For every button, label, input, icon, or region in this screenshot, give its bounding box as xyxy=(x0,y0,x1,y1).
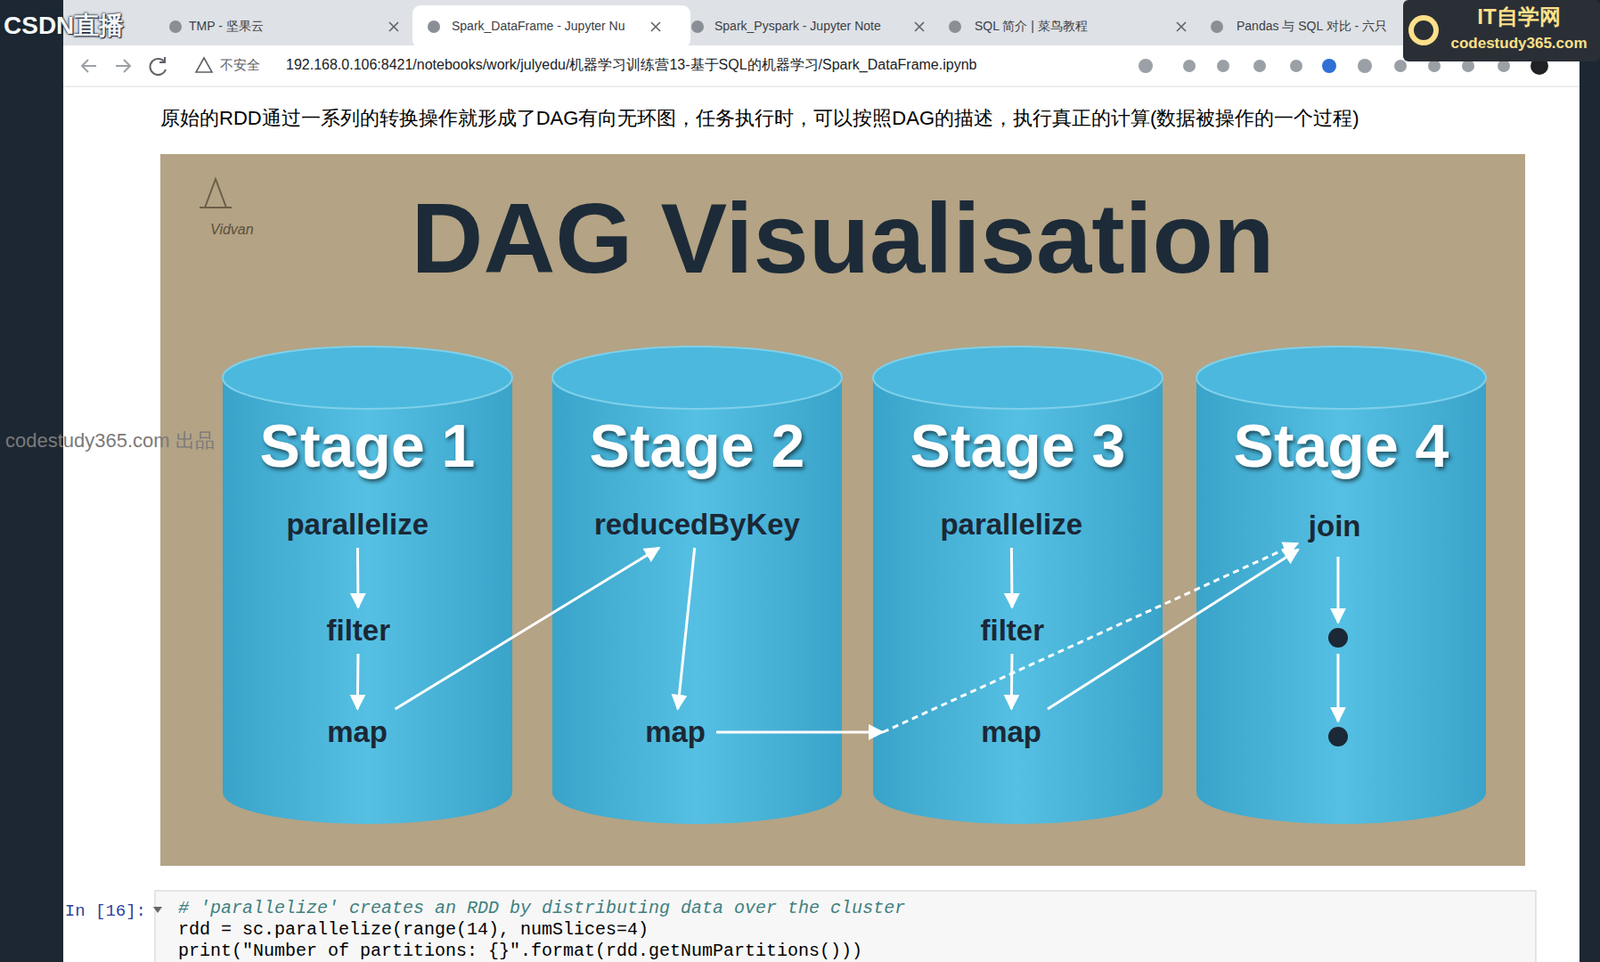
logo-mark xyxy=(199,179,232,208)
diagram-title: DAG Visualisation xyxy=(160,181,1526,297)
watermark-logo xyxy=(1408,15,1439,46)
operation-box: map xyxy=(639,714,711,751)
browser-tab-title: TMP - 坚果云 xyxy=(188,18,264,34)
notebook-markdown: 原始的RDD通过一系列的转换操作就形成了DAG有向无环图，任务执行时，可以按照D… xyxy=(160,105,1360,132)
code-line: # 'parallelize' creates an RDD by distri… xyxy=(178,897,906,920)
warning-icon xyxy=(195,57,213,73)
tab-close-icons xyxy=(389,22,1186,32)
browser-tab-title: Pandas 与 SQL 对比 - 六只 xyxy=(1236,18,1388,34)
operation-box: filter xyxy=(320,612,396,649)
watermark: codestudy365.com xyxy=(1441,34,1597,53)
tab-bar xyxy=(63,0,1580,46)
collapse-toggle xyxy=(153,906,163,914)
operation-name: reducedByKey xyxy=(587,506,806,543)
cylinder-top xyxy=(222,346,513,409)
code-line: rdd = sc.parallelize(range(14), numSlice… xyxy=(178,919,649,941)
operation-name: map xyxy=(975,714,1047,751)
cylinder-body xyxy=(1196,377,1486,825)
operation-box: parallelize xyxy=(280,506,434,543)
watermark: IT自学网 xyxy=(1443,4,1595,31)
stage-cylinder: Stage 2 reducedByKey map xyxy=(552,346,842,825)
operation-name: filter xyxy=(974,612,1050,649)
code-line: print("Number of partitions: {}".format(… xyxy=(178,940,863,962)
address-url: 192.168.0.106:8421/notebooks/work/julyed… xyxy=(285,56,977,74)
tab-icons xyxy=(169,20,1224,33)
arrow-segment xyxy=(716,731,883,735)
dag-illustration: DAG VisualisationStage 1 parallelize filte… xyxy=(160,154,1526,866)
cylinder-top xyxy=(1196,346,1486,409)
watermark: CSDN直播 xyxy=(3,10,124,41)
arrow-segment xyxy=(1010,547,1014,608)
operation-box: map xyxy=(321,714,393,751)
toolbar-divider xyxy=(63,86,1580,88)
browser-tab-title: SQL 简介 | 菜鸟教程 xyxy=(974,18,1088,34)
cylinder-body xyxy=(552,377,842,825)
arrow-segment xyxy=(1010,653,1014,710)
browser-tab-title: Spark_Pyspark - Jupyter Note xyxy=(714,18,882,34)
stage-cylinder: Stage 3 parallelize filter map xyxy=(873,346,1163,825)
flow-arrow xyxy=(1011,653,1013,710)
cylinder-top xyxy=(873,346,1163,409)
operation-name: parallelize xyxy=(280,506,434,543)
stage-heading: Stage 2 xyxy=(552,408,842,482)
logo-text: Vidvan xyxy=(210,220,254,238)
code-cell xyxy=(155,890,1536,962)
stage-cylinder: Stage 1 parallelize filter map xyxy=(222,346,513,825)
stage-heading: Stage 1 xyxy=(222,408,513,482)
stage-cylinder: Stage 4 join xyxy=(1196,346,1486,825)
browser-tab-title: Spark_DataFrame - Jupyter Nu xyxy=(451,18,626,34)
operation-name: map xyxy=(321,714,393,751)
cylinder-top xyxy=(552,346,842,409)
arrow-segment xyxy=(356,653,360,710)
cell-prompt: In [16]: xyxy=(53,901,147,923)
page-ground xyxy=(63,45,1580,962)
watermark-logo xyxy=(1413,20,1434,41)
arrow-segment xyxy=(356,547,360,608)
nav-buttons xyxy=(81,57,166,75)
operation-box: filter xyxy=(974,612,1050,649)
operation-box: parallelize xyxy=(934,506,1088,543)
operation-name: parallelize xyxy=(934,506,1088,543)
operation-name: join xyxy=(1303,508,1367,545)
active-tab xyxy=(412,5,691,49)
watermark-badge xyxy=(1403,0,1600,62)
flow-arrow xyxy=(357,547,360,608)
operation-box: join xyxy=(1303,508,1367,545)
stage-heading: Stage 3 xyxy=(873,408,1163,482)
cylinder-body xyxy=(222,377,513,825)
cylinder-body xyxy=(873,377,1163,825)
flow-arrow xyxy=(357,653,360,710)
stage-heading: Stage 4 xyxy=(1196,408,1486,482)
operation-box: map xyxy=(975,714,1047,751)
operation-name: filter xyxy=(320,612,396,649)
flow-arrow xyxy=(1011,547,1013,608)
watermark: codestudy365.com 出品 xyxy=(5,429,215,453)
operation-name: map xyxy=(639,714,711,751)
operation-box: reducedByKey xyxy=(587,506,806,543)
security-indicator: 不安全 xyxy=(220,57,261,74)
